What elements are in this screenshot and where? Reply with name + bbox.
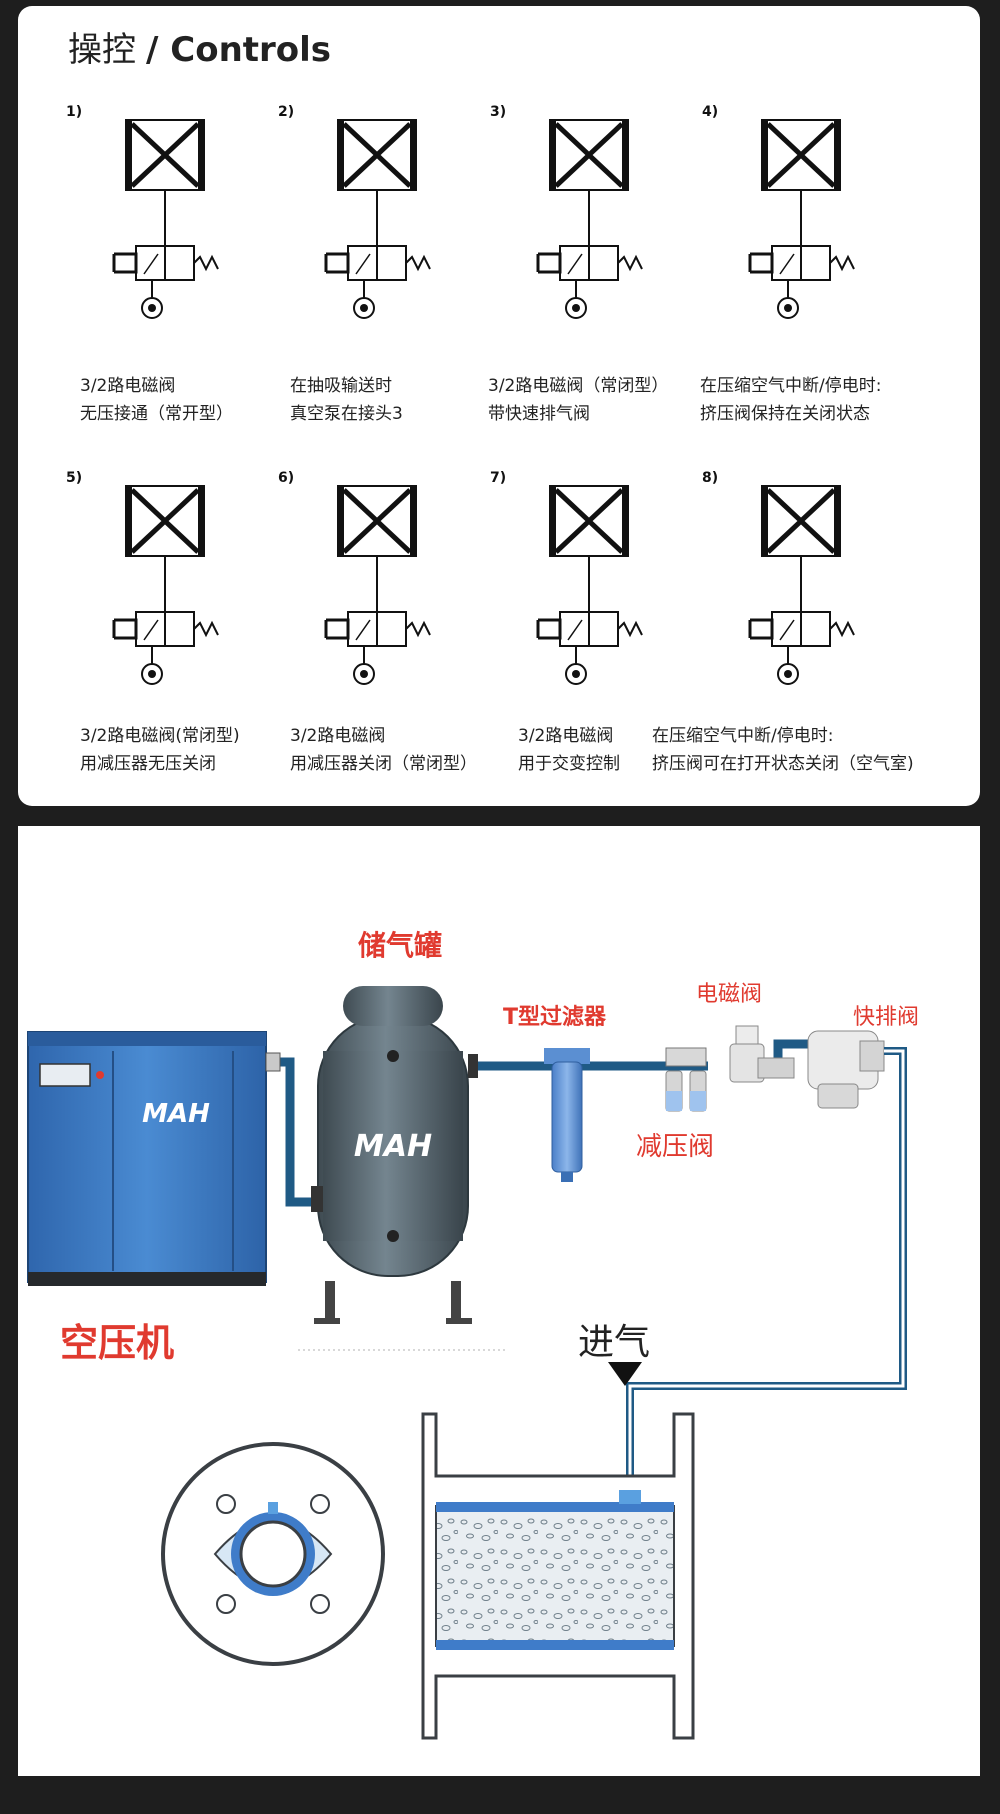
caption-line-2: 用于交变控制 — [518, 754, 620, 774]
inlet-arrow-icon — [608, 1362, 642, 1386]
schematic-drawing — [536, 119, 643, 319]
system-panel: MAH MAH — [18, 826, 980, 1776]
schematic-number: 3) — [490, 104, 507, 120]
caption-line-1: 在压缩空气中断/停电时: — [700, 376, 882, 396]
schematic-number: 6) — [278, 470, 295, 486]
schematic-caption-4: 在压缩空气中断/停电时: 挤压阀保持在关闭状态 — [700, 372, 881, 428]
schematic-cell-3: 3) — [490, 104, 690, 354]
pinch-valve-front-view — [161, 1442, 385, 1666]
schematic-drawing — [324, 485, 431, 685]
controls-title-en: / Controls — [146, 30, 332, 70]
system-diagram: MAH MAH — [27, 986, 907, 1740]
quick-exhaust-label: 快排阀 — [853, 1005, 920, 1030]
schematic-number: 1) — [66, 104, 83, 120]
schematic-caption-7: 3/2路电磁阀用于交变控制 — [518, 722, 620, 778]
caption-line-2: 挤压阀保持在关闭状态 — [700, 404, 870, 424]
schematic-number: 4) — [702, 104, 719, 120]
schematic-cell-2: 2) — [278, 104, 478, 354]
schematic-caption-2: 在抽吸输送时真空泵在接头3 — [290, 372, 403, 428]
air-compressor: MAH — [27, 1031, 267, 1286]
caption-line-1: 3/2路电磁阀（常闭型） — [488, 376, 669, 396]
schematic-cell-1: 1) — [66, 104, 266, 354]
schematic-drawing — [748, 119, 855, 319]
schematic-number: 5) — [66, 470, 83, 486]
air-receiver-tank: MAH — [311, 986, 478, 1324]
caption-line-1: 在抽吸输送时 — [290, 376, 392, 396]
pipe-to-pinch-valve — [626, 1047, 907, 1516]
compressor-label: 空压机 — [60, 1321, 175, 1365]
compressor-outlet — [265, 1052, 281, 1072]
controls-title: 操控/ Controls — [68, 22, 331, 71]
caption-line-1: 3/2路电磁阀(常闭型) — [80, 726, 240, 746]
t-filter — [544, 1048, 590, 1182]
caption-line-2: 无压接通（常开型） — [80, 404, 233, 424]
caption-line-1: 3/2路电磁阀 — [518, 726, 614, 746]
schematic-drawing — [748, 485, 855, 685]
caption-line-2: 用减压器无压关闭 — [80, 754, 216, 774]
schematic-drawing — [536, 485, 643, 685]
solenoid-valve — [729, 1025, 795, 1083]
schematic-caption-1: 3/2路电磁阀无压接通（常开型） — [80, 372, 233, 428]
schematic-number: 7) — [490, 470, 507, 486]
schematic-number: 8) — [702, 470, 719, 486]
schematic-caption-6: 3/2路电磁阀用减压器关闭（常闭型） — [290, 722, 477, 778]
caption-line-2: 用减压器关闭（常闭型） — [290, 754, 477, 774]
schematic-cell-4: 4) — [702, 104, 902, 354]
schematic-cell-6: 6) — [278, 470, 478, 720]
compressor-brand: MAH — [142, 1099, 210, 1129]
schematic-caption-8: 在压缩空气中断/停电时: 挤压阀可在打开状态关闭（空气室) — [652, 722, 914, 778]
schematic-cell-8: 8) — [702, 470, 902, 720]
caption-line-2: 挤压阀可在打开状态关闭（空气室) — [652, 754, 914, 774]
filter-label: T型过滤器 — [503, 1005, 607, 1030]
schematic-caption-3: 3/2路电磁阀（常闭型） 带快速排气阀 — [488, 372, 668, 428]
controls-title-cn: 操控 — [68, 30, 136, 70]
schematic-drawing — [324, 119, 431, 319]
schematic-drawing — [112, 119, 219, 319]
tank-brand: MAH — [354, 1129, 432, 1164]
tank-label: 储气罐 — [358, 929, 443, 962]
schematic-cell-5: 5) — [66, 470, 266, 720]
schematic-number: 2) — [278, 104, 295, 120]
pressure-reducer — [665, 1047, 707, 1112]
reducer-label: 减压阀 — [636, 1132, 715, 1162]
schematic-caption-5: 3/2路电磁阀(常闭型) 用减压器无压关闭 — [80, 722, 240, 778]
caption-line-1: 3/2路电磁阀 — [290, 726, 386, 746]
caption-line-1: 3/2路电磁阀 — [80, 376, 176, 396]
inlet-label: 进气 — [578, 1322, 651, 1363]
caption-line-2: 真空泵在接头3 — [290, 404, 403, 424]
schematic-drawing — [112, 485, 219, 685]
schematic-cell-7: 7) — [490, 470, 690, 720]
solenoid-label: 电磁阀 — [696, 982, 763, 1007]
pinch-valve-section-view — [421, 1412, 695, 1740]
quick-exhaust-valve — [807, 1030, 885, 1109]
caption-line-2: 带快速排气阀 — [488, 404, 590, 424]
caption-line-1: 在压缩空气中断/停电时: — [652, 726, 834, 746]
